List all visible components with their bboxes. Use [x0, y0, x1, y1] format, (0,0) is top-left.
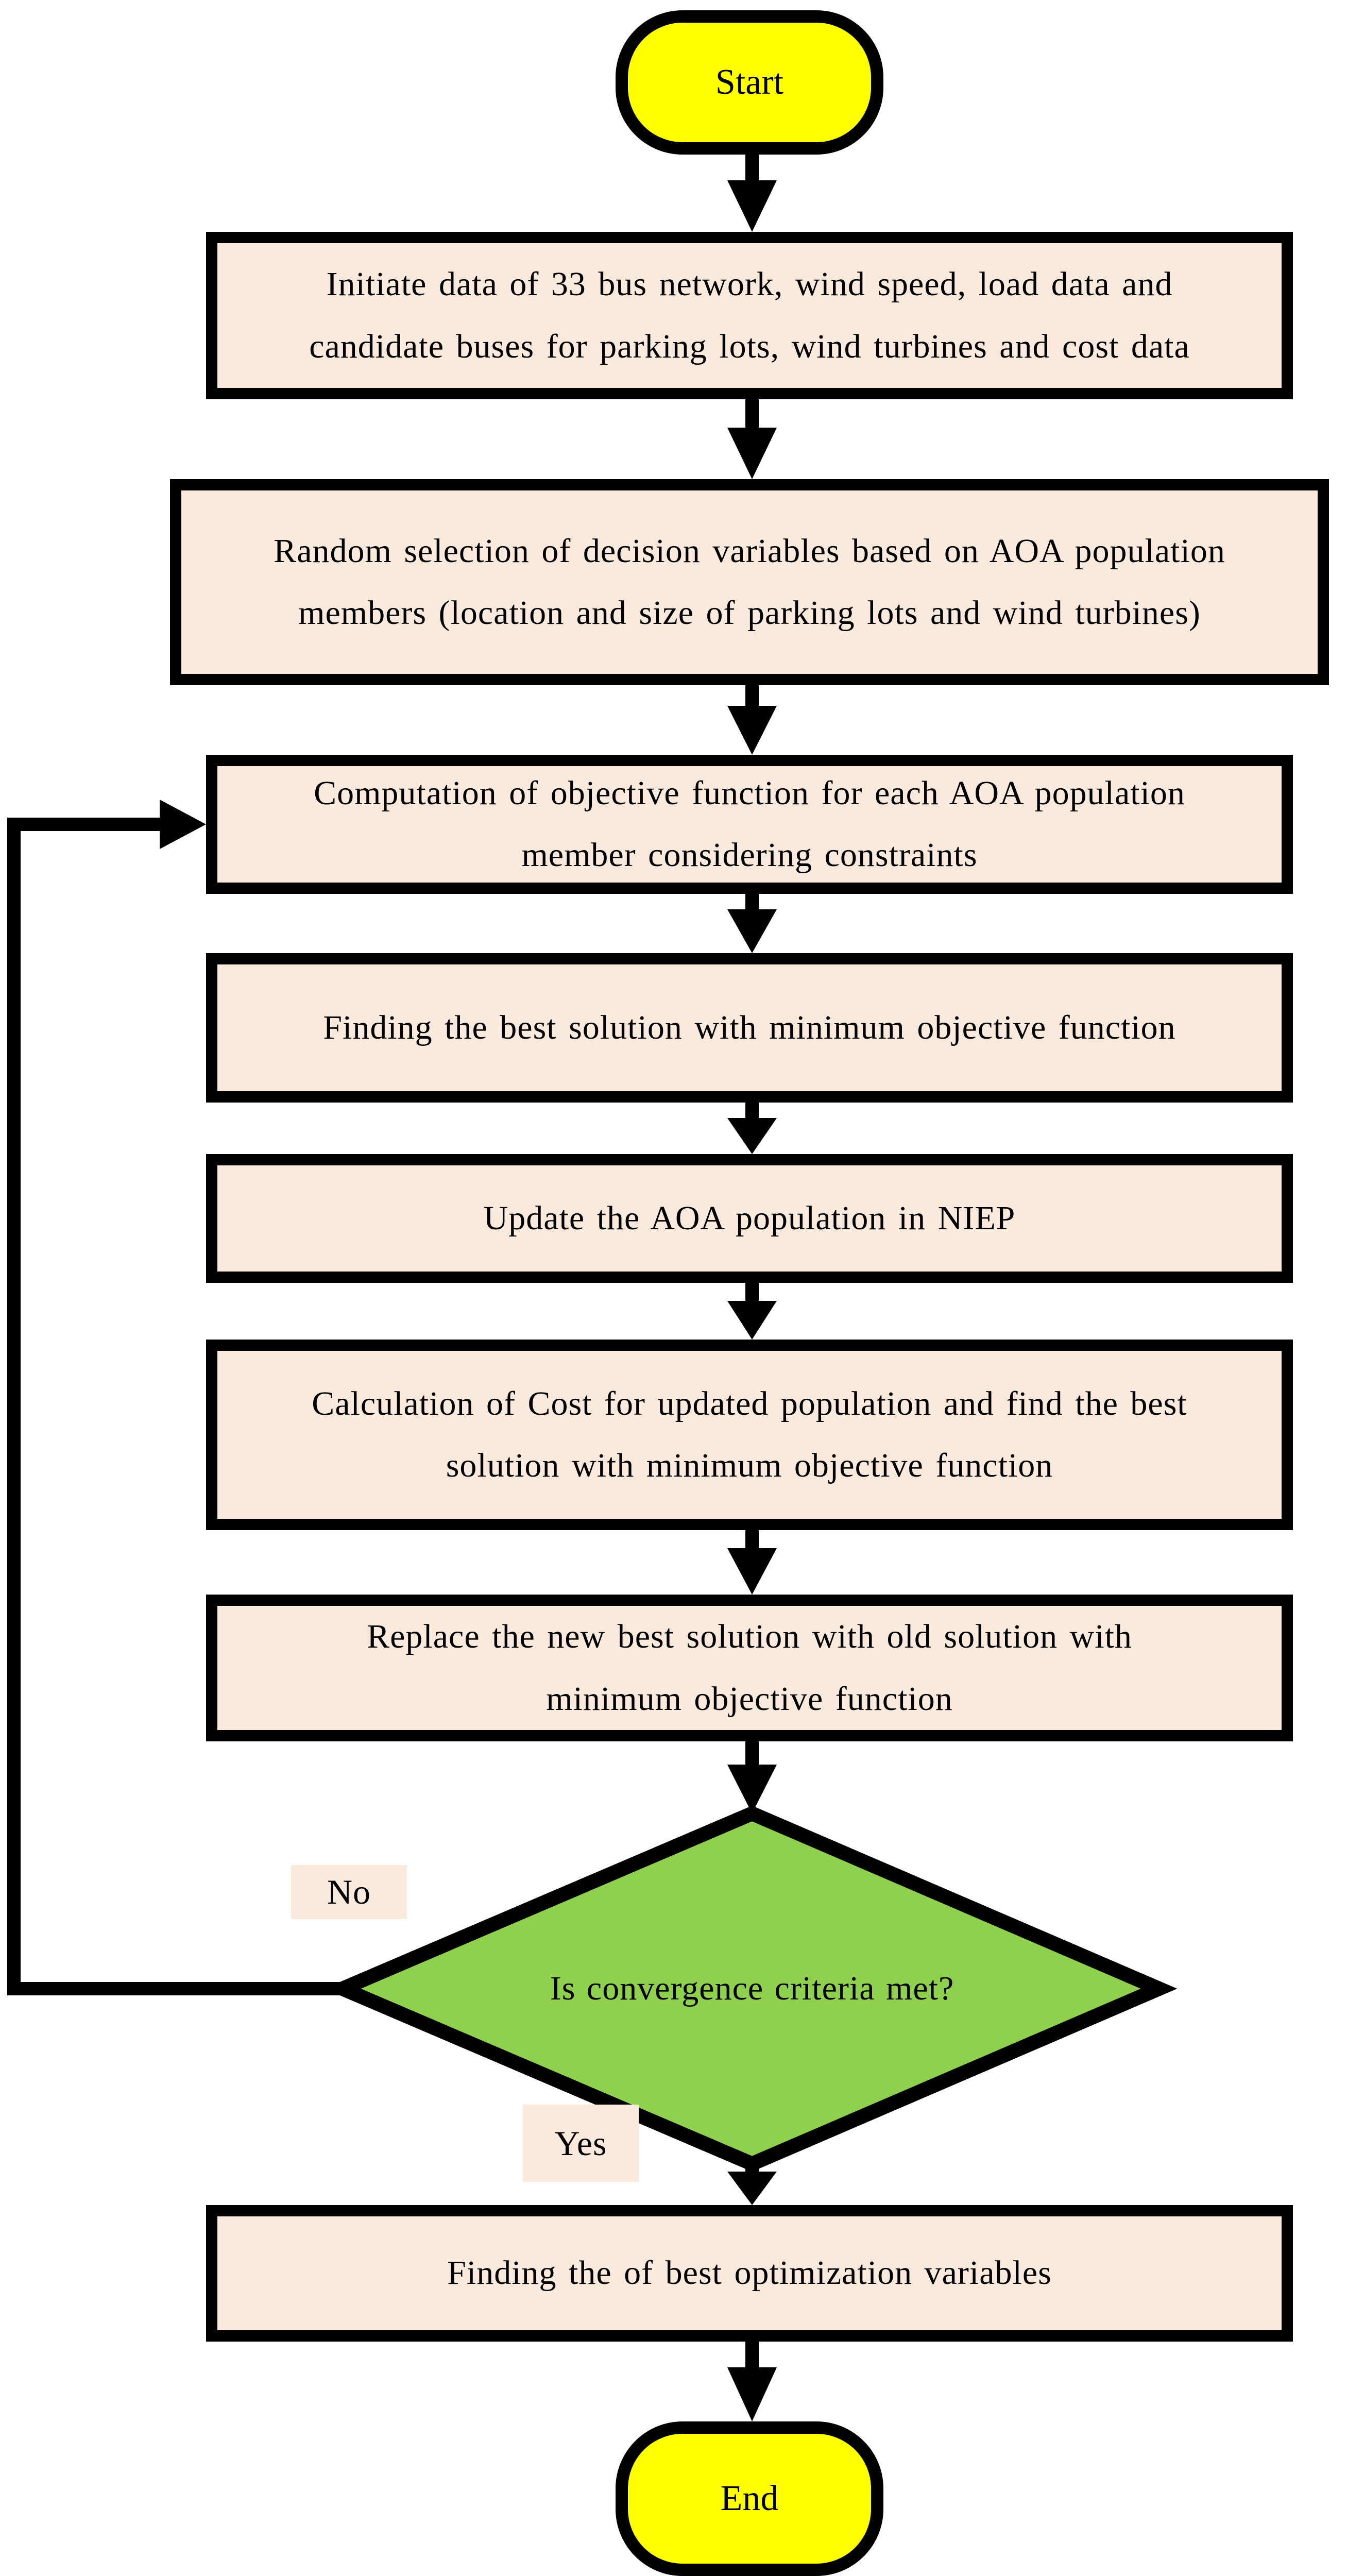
process-random-selection-line-1: Random selection of decision variables b… — [274, 532, 1225, 570]
arrowhead-icon — [727, 1548, 777, 1595]
arrowhead-icon — [727, 909, 777, 953]
arrow-shaft — [745, 1283, 759, 1301]
process-replace-solution-line-1: Replace the new best solution with old s… — [367, 1618, 1132, 1656]
arrowhead-icon — [727, 428, 777, 479]
arrowhead-icon — [727, 1118, 777, 1154]
loop-arrowhead-icon — [160, 800, 206, 849]
loop-connector — [7, 818, 343, 1995]
process-init-data-line-1: Initiate data of 33 bus network, wind sp… — [326, 265, 1173, 303]
terminal-end: End — [616, 2421, 883, 2576]
arrow-start-to-init — [727, 155, 777, 232]
arrow-shaft — [745, 1530, 759, 1548]
arrowhead-icon — [727, 706, 777, 755]
process-find-best-solution-line-1: Finding the best solution with minimum o… — [323, 1008, 1176, 1046]
process-objective-computation: Computation of objective function for ea… — [206, 755, 1293, 894]
arrow-finding-to-update — [727, 1103, 777, 1154]
decision-label: Is convergence criteria met? — [550, 1970, 954, 2007]
arrow-cost-to-replace — [727, 1530, 777, 1595]
process-find-best-variables: Finding the of best optimization variabl… — [206, 2205, 1293, 2342]
process-random-selection: Random selection of decision variables b… — [170, 479, 1329, 685]
process-random-selection-line-2: members (location and size of parking lo… — [298, 594, 1201, 632]
arrowhead-icon — [727, 1301, 777, 1340]
terminal-start-label: Start — [715, 62, 784, 102]
arrowhead-icon — [727, 1765, 777, 1814]
process-cost-calculation-line-1: Calculation of Cost for updated populati… — [312, 1384, 1187, 1422]
process-replace-solution-line-2: minimum objective function — [546, 1680, 953, 1718]
process-cost-calculation-line-2: solution with minimum objective function — [446, 1447, 1053, 1484]
process-replace-solution: Replace the new best solution with old s… — [206, 1595, 1293, 1741]
arrowhead-icon — [727, 2367, 777, 2421]
process-find-best-variables-line-1: Finding the of best optimization variabl… — [447, 2254, 1052, 2292]
arrow-shaft — [745, 399, 759, 428]
terminal-end-label: End — [720, 2479, 779, 2518]
process-objective-computation-line-2: member considering constraints — [521, 836, 978, 874]
process-init-data: Initiate data of 33 bus network, wind sp… — [206, 232, 1293, 399]
arrow-variables-to-end — [727, 2342, 777, 2421]
process-init-data-line-2: candidate buses for parking lots, wind t… — [309, 327, 1190, 365]
process-find-best-solution: Finding the best solution with minimum o… — [206, 953, 1293, 1103]
no-label: No — [291, 1865, 407, 1919]
arrow-computation-to-finding — [727, 894, 777, 953]
arrow-shaft — [745, 1103, 759, 1118]
arrow-shaft — [745, 685, 759, 706]
arrowhead-icon — [727, 180, 777, 232]
arrow-shaft — [745, 155, 759, 180]
arrow-replace-to-decision — [727, 1741, 777, 1814]
yes-label: Yes — [523, 2105, 639, 2182]
arrow-shaft — [745, 2342, 759, 2367]
arrowhead-icon — [727, 2172, 777, 2205]
arrow-random-to-computation — [727, 685, 777, 755]
arrow-shaft — [745, 2164, 759, 2172]
terminal-start: Start — [616, 10, 883, 155]
arrow-init-to-random — [727, 399, 777, 479]
process-update-population: Update the AOA population in NIEP — [206, 1154, 1293, 1283]
arrow-shaft — [745, 894, 759, 909]
arrow-shaft — [745, 1741, 759, 1765]
process-update-population-line-1: Update the AOA population in NIEP — [483, 1199, 1016, 1237]
process-cost-calculation: Calculation of Cost for updated populati… — [206, 1340, 1293, 1530]
process-objective-computation-line-1: Computation of objective function for ea… — [314, 774, 1185, 812]
arrow-update-to-cost — [727, 1283, 777, 1340]
arrow-decision-to-variables — [727, 2164, 777, 2205]
